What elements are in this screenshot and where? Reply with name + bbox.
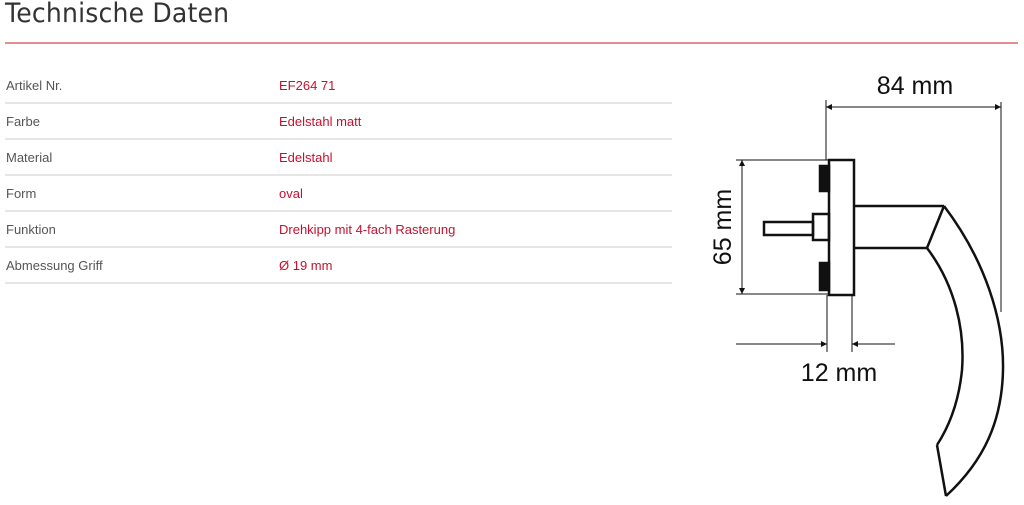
width-label: 84 mm <box>877 72 953 100</box>
width-dimension <box>825 100 1002 312</box>
depth-dimension <box>736 295 895 352</box>
spec-label: Funktion <box>6 222 56 237</box>
table-row: Funktion Drehkipp mit 4-fach Rasterung <box>5 212 672 248</box>
height-dimension <box>736 159 829 295</box>
spec-label: Form <box>6 186 37 201</box>
spec-label: Artikel Nr. <box>6 78 63 93</box>
spec-label: Material <box>6 150 53 165</box>
table-row: Material Edelstahl <box>5 140 672 176</box>
depth-label: 12 mm <box>801 359 877 387</box>
spec-value: oval <box>279 186 303 201</box>
table-row: Artikel Nr. EF264 71 <box>5 68 672 104</box>
spec-value: Drehkipp mit 4-fach Rasterung <box>279 222 456 237</box>
handle-shape <box>762 158 1005 497</box>
spec-value: Edelstahl <box>279 150 333 165</box>
table-row: Abmessung Griff Ø 19 mm <box>5 248 672 284</box>
spec-label: Abmessung Griff <box>6 258 103 273</box>
table-row: Form oval <box>5 176 672 212</box>
page-title: Technische Daten <box>5 0 230 29</box>
table-row: Farbe Edelstahl matt <box>5 104 672 140</box>
spec-label: Farbe <box>6 114 40 129</box>
spec-value: Edelstahl matt <box>279 114 362 129</box>
spec-value: EF264 71 <box>279 78 336 93</box>
title-divider <box>5 42 1018 44</box>
height-label: 65 mm <box>709 189 737 265</box>
spec-value: Ø 19 mm <box>279 258 333 273</box>
